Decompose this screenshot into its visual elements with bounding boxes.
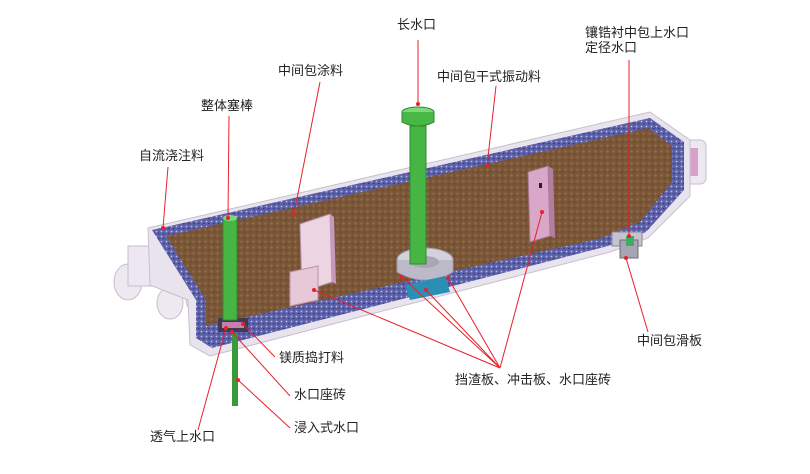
leader-magnesia (242, 323, 276, 358)
label-long-nozzle: 长水口 (397, 18, 437, 33)
left-submerged-nozzle (232, 334, 238, 406)
label-lining-mortar-line2: 定径水口 (585, 41, 638, 56)
weir-left (289, 213, 336, 307)
label-nozzle-seat: 水口座砖 (294, 388, 347, 403)
long-nozzle (401, 106, 435, 265)
stopper-rod (222, 215, 238, 321)
leader-nozzle-seat (231, 331, 291, 397)
label-magnesia-ramming: 镁质捣打料 (279, 351, 345, 366)
leader-gas-nozzle (197, 327, 227, 431)
label-gas-nozzle: 透气上水口 (150, 430, 216, 445)
label-lining-mortar-line1: 镶锆衬中包上水口 (585, 26, 690, 41)
label-self-flow: 自流浇注料 (139, 149, 205, 164)
leader-dots (161, 102, 631, 382)
leader-weir-4 (447, 277, 501, 369)
leader-weir-2 (401, 276, 501, 369)
leader-slide-gate (625, 257, 649, 333)
leader-stopper (227, 115, 230, 219)
label-stopper: 整体塞棒 (201, 99, 254, 114)
label-submerged-nozzle: 浸入式水口 (294, 421, 360, 436)
leader-submerged (237, 379, 291, 429)
leader-self-flow (162, 166, 169, 229)
weir-right (527, 165, 555, 243)
leader-coating (293, 81, 321, 215)
leader-weir-5 (499, 211, 543, 369)
label-coating: 中间包涂料 (278, 64, 344, 79)
leader-weir-1 (313, 289, 501, 369)
leader-dry-vibration (486, 85, 497, 167)
leader-lines (162, 40, 649, 431)
leader-weir-3 (425, 289, 501, 369)
label-dry-vibration: 中间包干式振动料 (437, 70, 542, 85)
label-weirs: 挡渣板、冲击板、水口座砖 (455, 373, 612, 388)
label-slide-gate: 中间包滑板 (637, 334, 703, 349)
slide-gate-assembly (611, 231, 643, 259)
